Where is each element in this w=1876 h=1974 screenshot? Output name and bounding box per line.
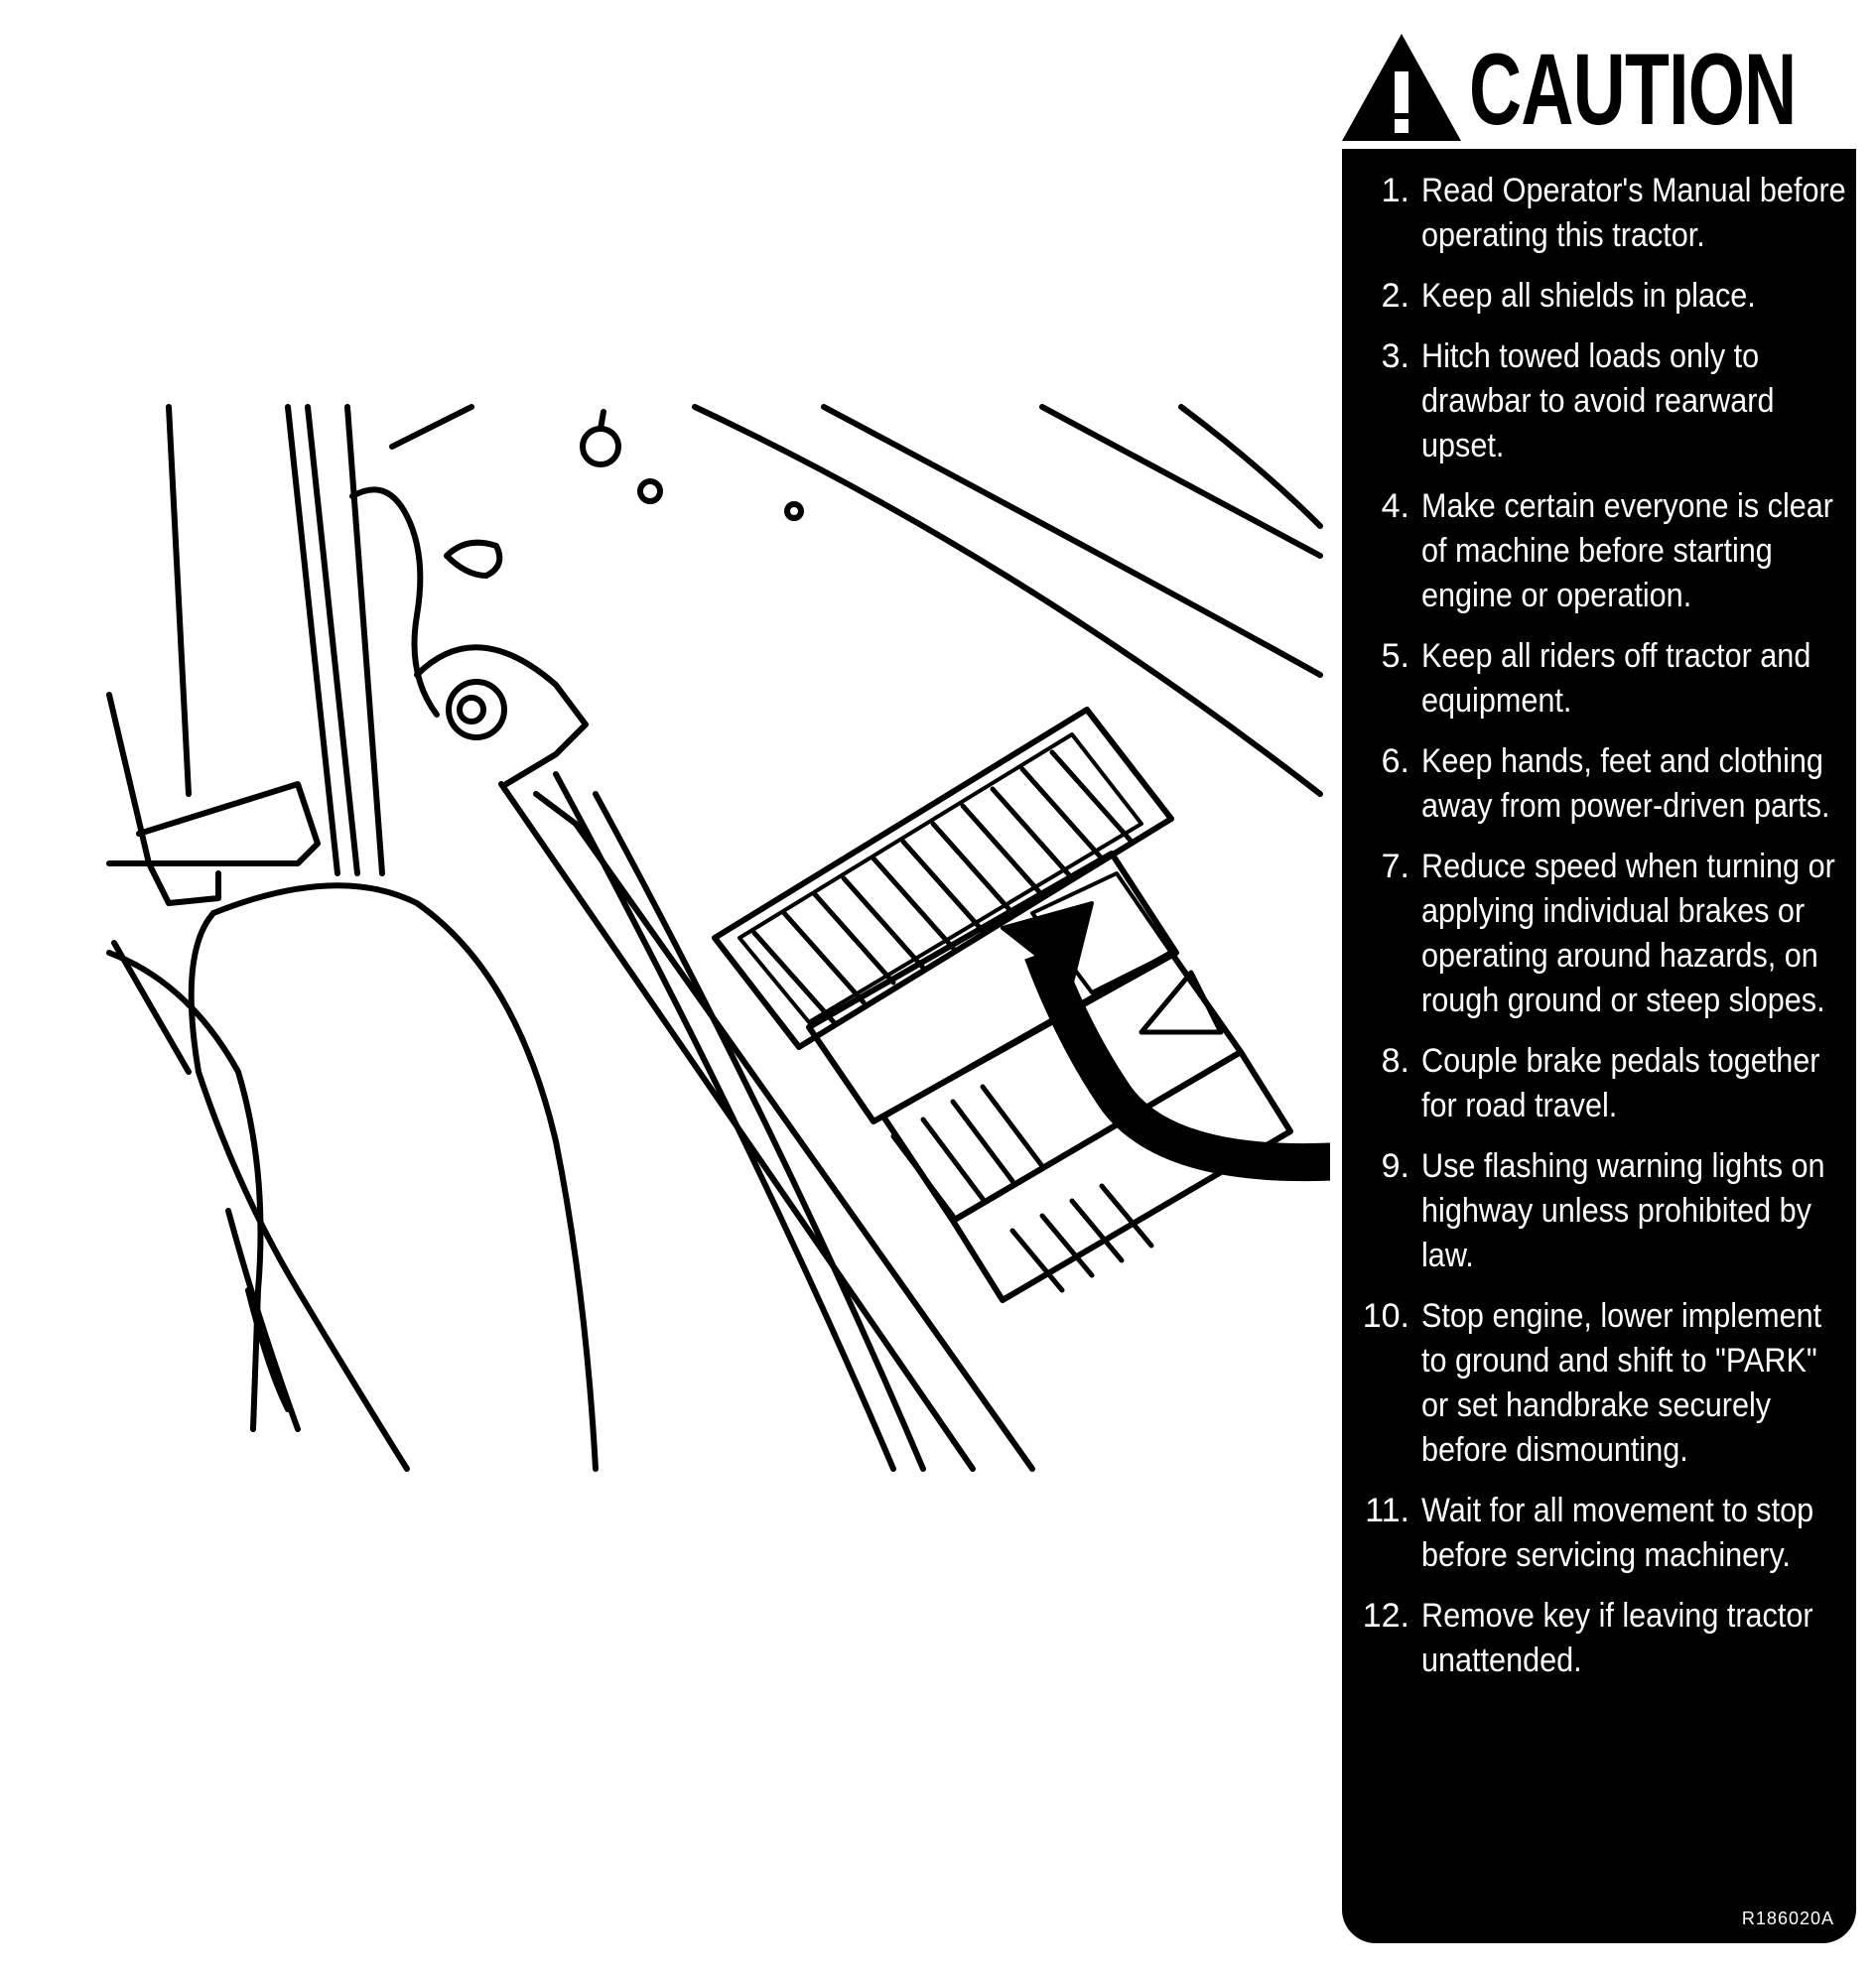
part-number: R186020A — [1741, 1908, 1834, 1928]
seat — [106, 882, 599, 1472]
caution-item-number: 3. — [1381, 337, 1409, 375]
rops-frame — [106, 404, 474, 1075]
tractor-fender-illustration — [106, 404, 1330, 1472]
caution-item-text: Use flashing warning lights on highway u… — [1421, 1147, 1825, 1274]
caution-item-number: 2. — [1381, 277, 1409, 315]
caution-item: 6. Keep hands, feet and clothing away fro… — [1342, 739, 1858, 829]
caution-item-text: Keep all shields in place. — [1421, 277, 1756, 315]
caution-item-text: Couple brake pedals together for road tr… — [1421, 1042, 1820, 1124]
caution-item-number: 9. — [1381, 1147, 1409, 1185]
caution-item-text: Remove key if leaving tractor unattended… — [1421, 1597, 1813, 1679]
fender-warning-triangle — [1139, 970, 1224, 1035]
dash-knobs — [580, 409, 804, 521]
caution-list: 1. Read Operator's Manual before operatin… — [1342, 149, 1856, 1683]
caution-item-number: 5. — [1381, 637, 1409, 675]
caution-item-text: Wait for all movement to stop before ser… — [1421, 1492, 1814, 1574]
caution-item: 2. Keep all shields in place. — [1342, 274, 1858, 319]
caution-item-number: 12. — [1362, 1597, 1409, 1635]
caution-item-number: 4. — [1381, 487, 1409, 525]
caution-item: 12. Remove key if leaving tractor unatten… — [1342, 1594, 1858, 1683]
caution-item-text: Make certain everyone is clear of machin… — [1421, 487, 1833, 614]
caution-item: 7. Reduce speed when turning or applying … — [1342, 845, 1858, 1023]
caution-item-number: 11. — [1365, 1492, 1409, 1529]
caution-item: 4. Make certain everyone is clear of mach… — [1342, 484, 1858, 618]
fender — [553, 404, 1323, 1472]
warning-triangle-icon — [1342, 34, 1461, 141]
caution-item-number: 7. — [1381, 848, 1409, 885]
caution-item-text: Reduce speed when turning or applying in… — [1421, 848, 1835, 1019]
caution-item-number: 10. — [1362, 1297, 1409, 1335]
caution-item: 5. Keep all riders off tractor and equipm… — [1342, 634, 1858, 724]
caution-item: 9. Use flashing warning lights on highway… — [1342, 1144, 1858, 1278]
caution-title: CAUTION — [1469, 33, 1797, 146]
pointer-arrow-icon — [1001, 901, 1330, 1182]
pedal-treads — [751, 749, 1154, 1293]
caution-item-text: Keep hands, feet and clothing away from … — [1421, 742, 1830, 825]
caution-item-text: Hitch towed loads only to drawbar to avo… — [1421, 337, 1775, 464]
caution-item: 10. Stop engine, lower implement to groun… — [1342, 1294, 1858, 1473]
caution-item-text: Keep all riders off tractor and equipmen… — [1421, 637, 1811, 720]
caution-item-number: 6. — [1381, 742, 1409, 780]
caution-item: 11. Wait for all movement to stop before … — [1342, 1489, 1858, 1578]
caution-panel: 1. Read Operator's Manual before operatin… — [1342, 149, 1856, 1943]
caution-item: 3. Hitch towed loads only to drawbar to a… — [1342, 334, 1858, 468]
caution-item-text: Read Operator's Manual before operating … — [1421, 172, 1846, 254]
caution-item-text: Stop engine, lower implement to ground a… — [1421, 1297, 1822, 1469]
caution-item-number: 8. — [1381, 1042, 1409, 1080]
caution-item: 1. Read Operator's Manual before operatin… — [1342, 169, 1858, 258]
caution-item-number: 1. — [1381, 172, 1409, 209]
caution-item: 8. Couple brake pedals together for road … — [1342, 1039, 1858, 1128]
